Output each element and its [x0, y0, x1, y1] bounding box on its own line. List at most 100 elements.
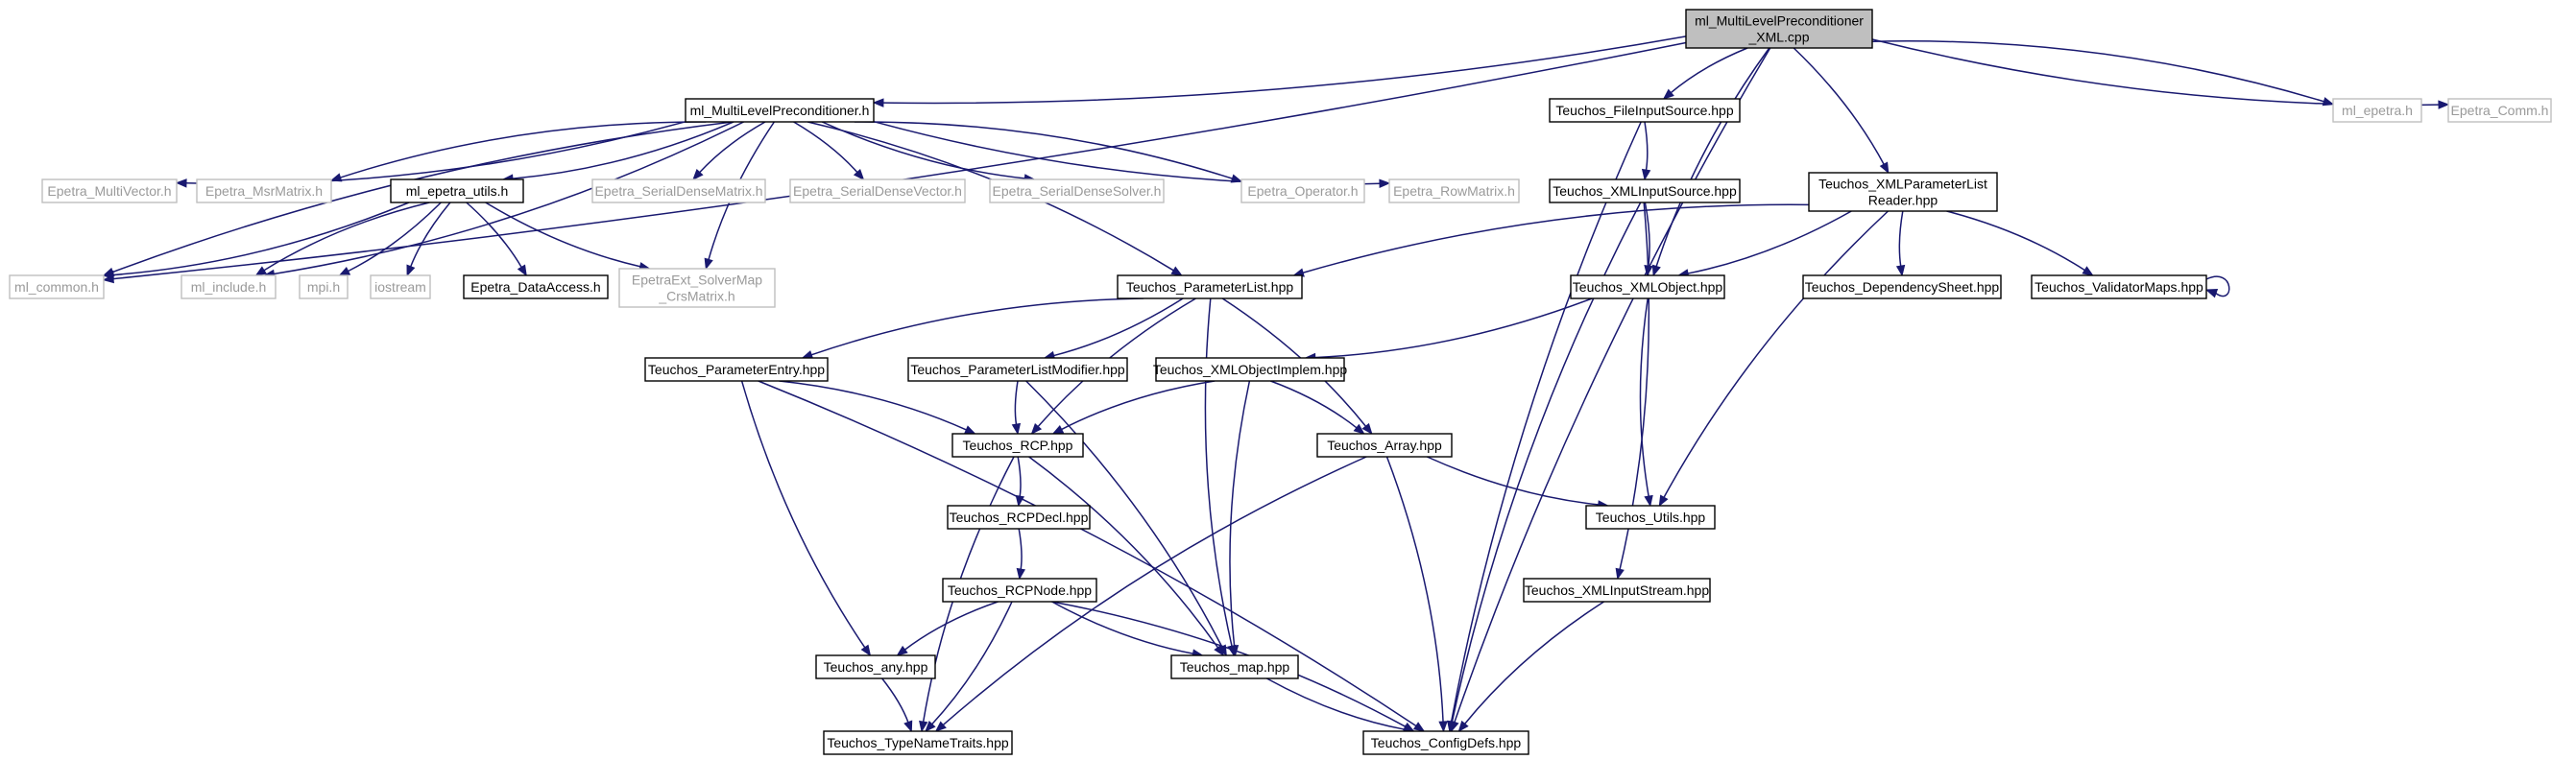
node-rcp[interactable]: Teuchos_RCP.hpp: [951, 433, 1084, 458]
edge-mlp_h-to-e_rm: [873, 120, 1391, 188]
node-label: Epetra_MsrMatrix.h: [205, 183, 323, 199]
edge-rcp-to-map: [1028, 456, 1225, 657]
edge-pl-to-pe: [801, 297, 1144, 360]
node-label: Teuchos_XMLObjectImplem.hpp: [1153, 362, 1348, 377]
node-box: [907, 357, 1128, 382]
edge-root-to-ml_epetra_h: [1871, 40, 2335, 107]
node-map[interactable]: Teuchos_map.hpp: [1170, 654, 1299, 679]
edge-xoi-to-rcp: [1051, 380, 1216, 435]
edge-arr-to-tnt: [934, 456, 1367, 732]
node-box: [1155, 357, 1345, 382]
node-label: ml_common.h: [14, 279, 99, 295]
edge-fis-to-xis: [1641, 121, 1651, 181]
node-box: [2031, 274, 2207, 299]
node-mlp_h[interactable]: ml_MultiLevelPreconditioner.h: [685, 98, 875, 123]
node-label: EpetraExt_SolverMap: [632, 273, 762, 288]
node-rcpdecl[interactable]: Teuchos_RCPDecl.hpp: [947, 505, 1091, 530]
node-ml_epetra_h: ml_epetra.h: [2332, 98, 2422, 123]
node-box: [989, 178, 1165, 203]
edge-root-to-xo: [1651, 47, 1770, 277]
edge-mlp_h-to-e_sdv: [793, 121, 865, 181]
node-rcpnode[interactable]: Teuchos_RCPNode.hpp: [942, 578, 1097, 603]
edge-mlp_h-to-e_mv: [175, 121, 686, 188]
node-label: Teuchos_ParameterEntry.hpp: [648, 362, 825, 377]
edge-mlp_h-to-e_msr: [329, 121, 707, 182]
node-label: _XML.cpp: [1747, 30, 1809, 45]
node-box: [591, 178, 766, 203]
node-box: [463, 274, 609, 299]
edge-ml_eu-to-ml_common: [102, 202, 410, 280]
node-box: [951, 433, 1084, 458]
edge-mlp_h-to-e_sdm: [692, 121, 766, 180]
node-label: Teuchos_RCPDecl.hpp: [950, 510, 1089, 525]
node-root: ml_MultiLevelPreconditioner_XML.cpp: [1685, 9, 1873, 49]
node-cfg[interactable]: Teuchos_ConfigDefs.hpp: [1362, 730, 1529, 755]
edge-xis-to-cfg: [1447, 202, 1642, 733]
node-pl[interactable]: Teuchos_ParameterList.hpp: [1117, 274, 1303, 299]
edge-xistream-to-cfg: [1457, 601, 1605, 733]
node-label: Teuchos_ParameterList.hpp: [1126, 279, 1294, 295]
edge-xplr-to-xo: [1676, 210, 1852, 278]
node-box: [1685, 9, 1873, 49]
node-box: [1316, 433, 1453, 458]
node-box: [299, 274, 349, 299]
node-utils[interactable]: Teuchos_Utils.hpp: [1585, 505, 1716, 530]
node-box: [1388, 178, 1520, 203]
node-vm[interactable]: Teuchos_ValidatorMaps.hpp: [2031, 274, 2207, 299]
edge-ml_eu-to-eext: [485, 202, 651, 272]
node-box: [2332, 98, 2422, 123]
node-e_sds: Epetra_SerialDenseSolver.h: [989, 178, 1165, 203]
node-box: [181, 274, 277, 299]
node-fis[interactable]: Teuchos_FileInputSource.hpp: [1549, 98, 1741, 123]
node-box: [1802, 274, 2002, 299]
node-any[interactable]: Teuchos_any.hpp: [815, 654, 936, 679]
node-label: Teuchos_XMLParameterList: [1818, 177, 1987, 192]
edge-rcp-to-rcpdecl: [1015, 456, 1025, 508]
node-xis[interactable]: Teuchos_XMLInputSource.hpp: [1549, 178, 1741, 203]
edge-rcpdecl-to-rcpnode: [1016, 528, 1026, 581]
node-e_da[interactable]: Epetra_DataAccess.h: [463, 274, 609, 299]
node-box: [823, 730, 1013, 755]
edge-mlp_h-to-e_op: [854, 121, 1243, 183]
node-pe[interactable]: Teuchos_ParameterEntry.hpp: [644, 357, 829, 382]
edge-arr-to-cfg: [1385, 456, 1448, 733]
node-label: Teuchos_XMLInputStream.hpp: [1525, 582, 1709, 598]
node-box: [618, 268, 776, 308]
node-arr[interactable]: Teuchos_Array.hpp: [1316, 433, 1453, 458]
edge-ml_eu-to-iostream: [406, 202, 451, 277]
edge-plm-to-rcp: [1011, 380, 1022, 436]
node-box: [942, 578, 1097, 603]
node-xo[interactable]: Teuchos_XMLObject.hpp: [1570, 274, 1725, 299]
node-e_rm: Epetra_RowMatrix.h: [1388, 178, 1520, 203]
node-box: [1117, 274, 1303, 299]
node-label: Teuchos_TypeNameTraits.hpp: [827, 735, 1009, 750]
node-tnt[interactable]: Teuchos_TypeNameTraits.hpp: [823, 730, 1013, 755]
node-box: [2447, 98, 2552, 123]
node-label: Epetra_Comm.h: [2451, 103, 2549, 118]
node-xistream[interactable]: Teuchos_XMLInputStream.hpp: [1523, 578, 1711, 603]
edge-any-to-tnt: [881, 677, 913, 733]
edge-root-to-fis: [1662, 47, 1748, 100]
edge-pe-to-cfg: [758, 380, 1426, 732]
node-label: Teuchos_Utils.hpp: [1596, 510, 1706, 525]
node-box: [1523, 578, 1711, 603]
node-label: Teuchos_XMLInputSource.hpp: [1553, 183, 1737, 199]
edge-xoi-to-map: [1229, 380, 1251, 657]
node-label: Teuchos_map.hpp: [1180, 659, 1290, 675]
node-box: [1570, 274, 1725, 299]
node-ds[interactable]: Teuchos_DependencySheet.hpp: [1802, 274, 2002, 299]
edge-map-to-cfg: [1266, 677, 1415, 734]
edge-pe-to-rcp: [779, 380, 976, 435]
node-plm[interactable]: Teuchos_ParameterListModifier.hpp: [907, 357, 1128, 382]
node-ml_eu[interactable]: ml_epetra_utils.h: [390, 178, 524, 203]
edge-root-to-mlp_h: [872, 36, 1687, 107]
node-box: [685, 98, 875, 123]
edge-xplr-to-vm: [1946, 210, 2094, 276]
node-box: [196, 178, 332, 203]
node-box: [789, 178, 966, 203]
node-box: [370, 274, 431, 299]
node-xoi[interactable]: Teuchos_XMLObjectImplem.hpp: [1153, 357, 1348, 382]
node-box: [947, 505, 1091, 530]
